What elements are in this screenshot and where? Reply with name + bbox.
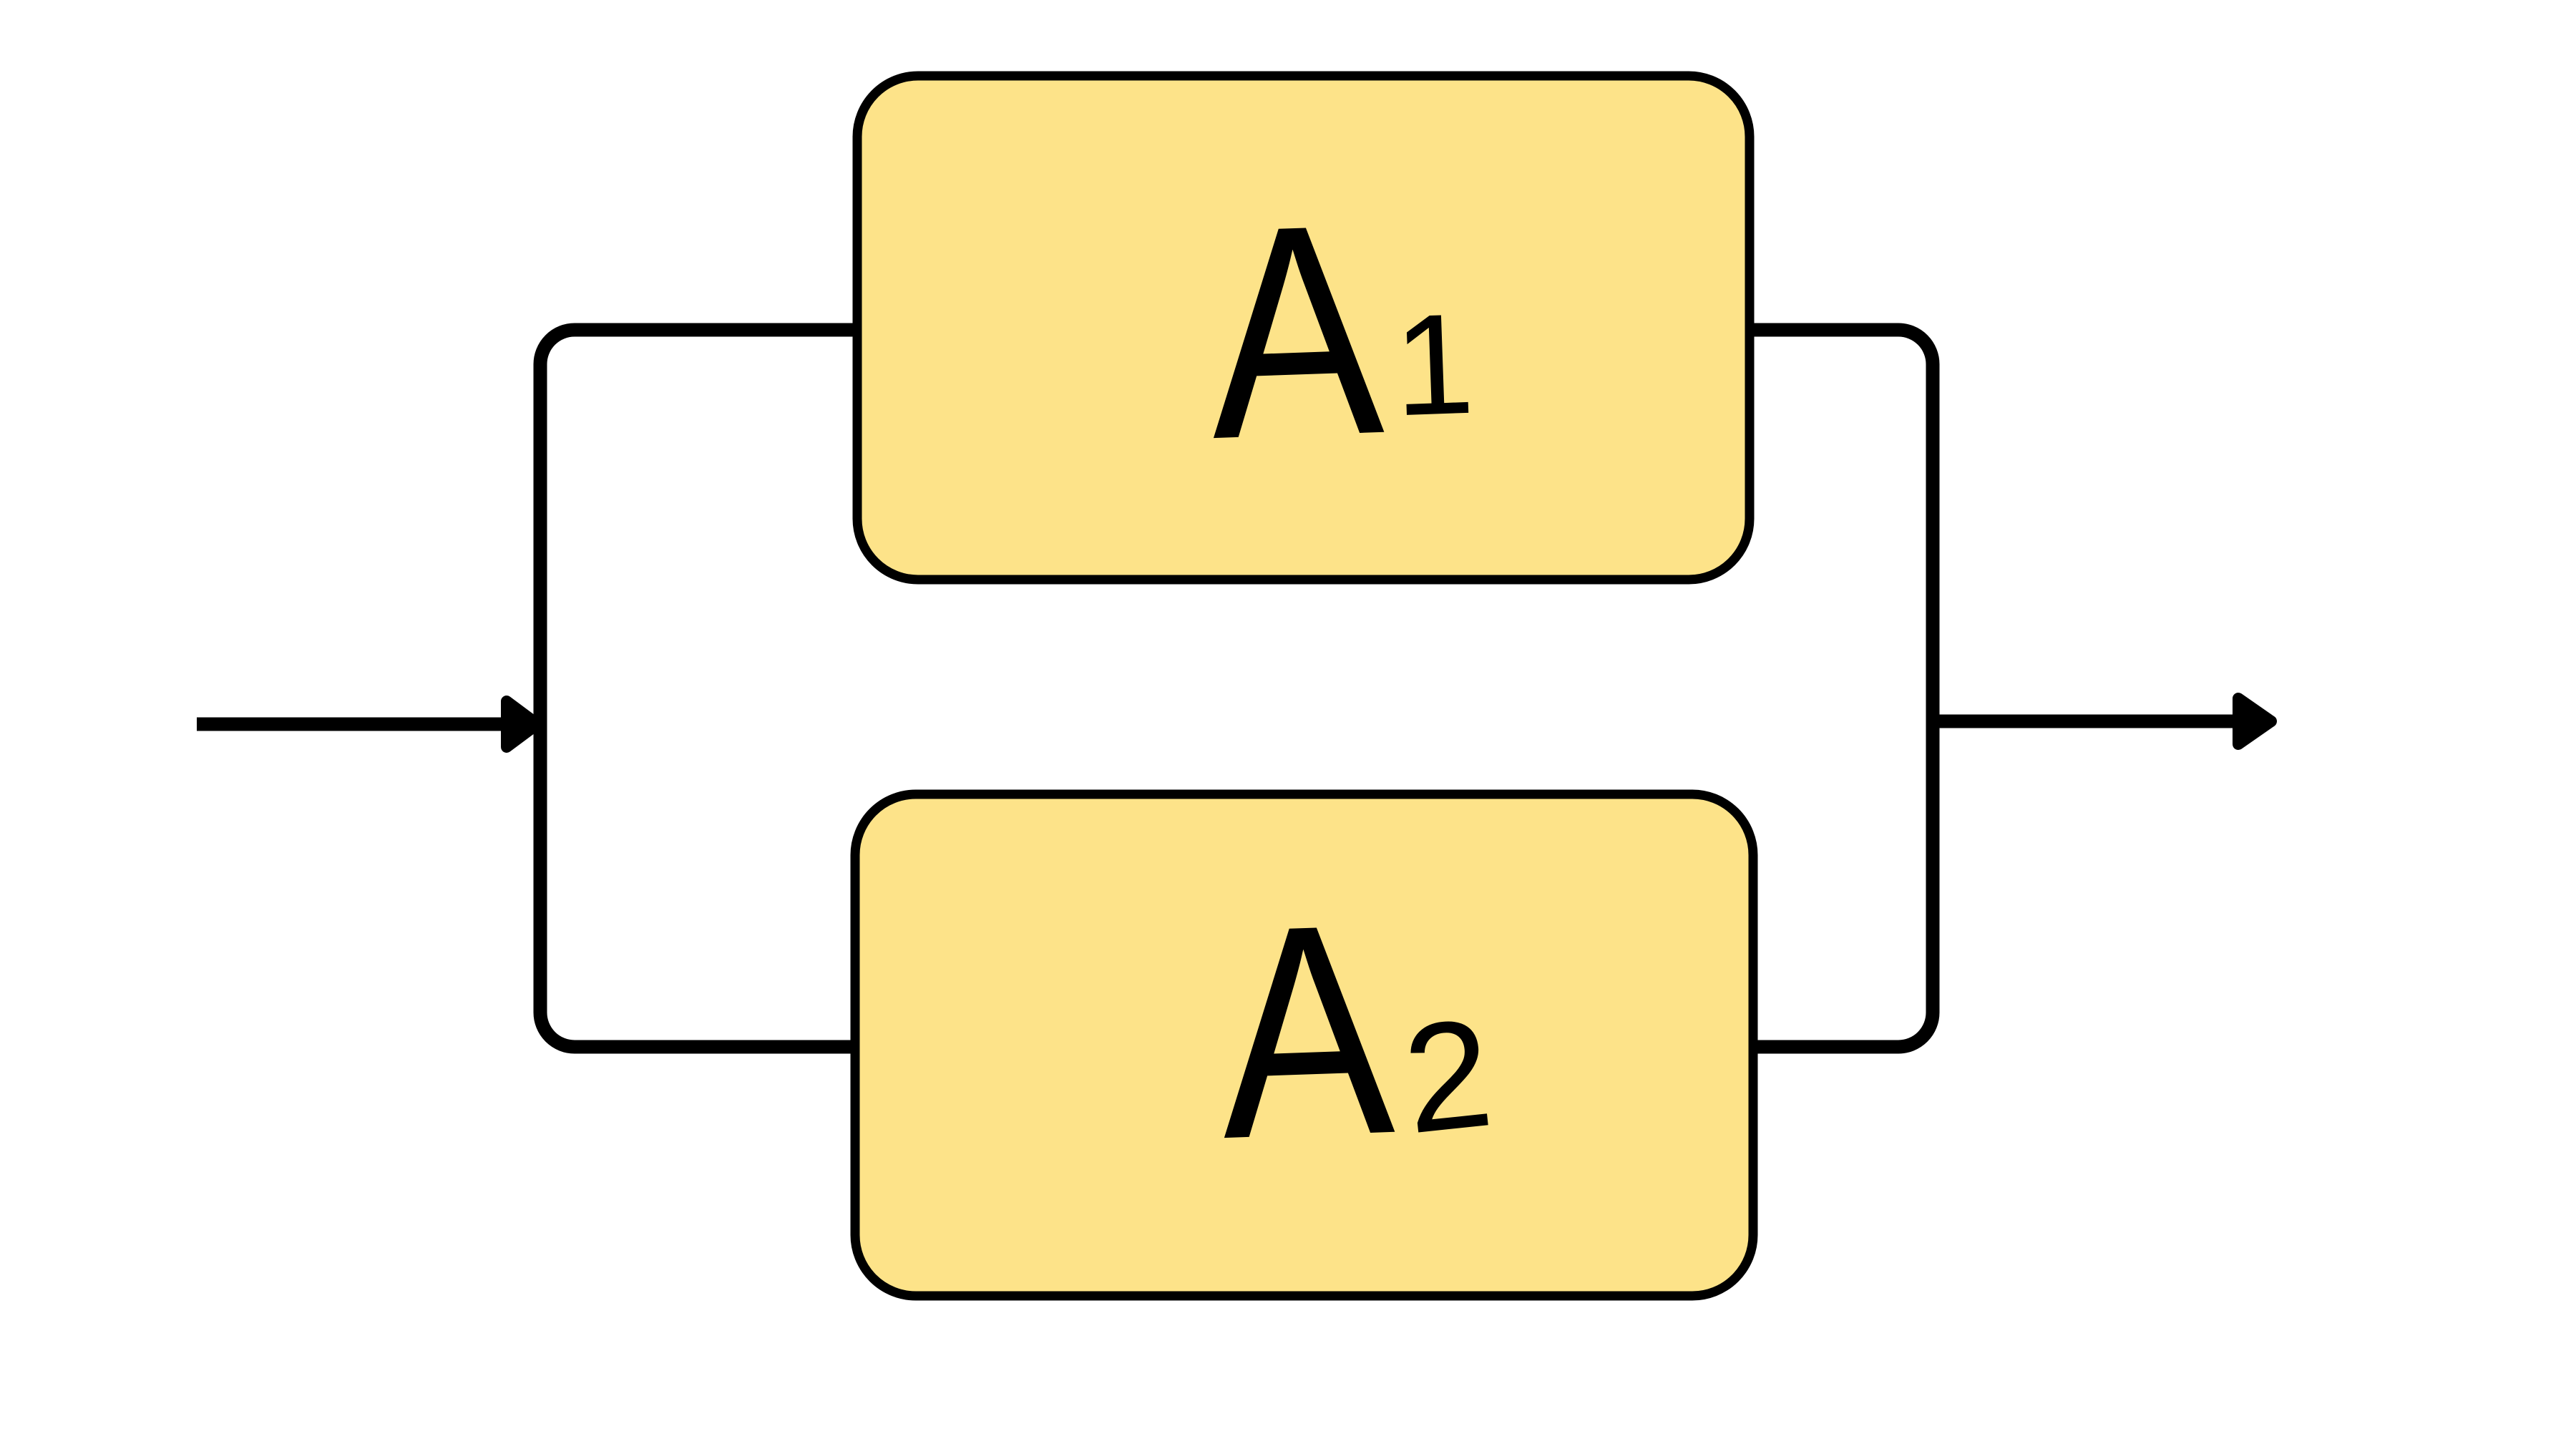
- block-a2: A 2: [850, 789, 1758, 1301]
- input-arrow: [197, 696, 543, 753]
- arrow-right-icon: [2233, 693, 2277, 750]
- output-arrow: [1933, 693, 2277, 750]
- block-a1-box: [852, 71, 1755, 585]
- block-a2-label: A: [1214, 861, 1399, 1202]
- block-a1-label: A: [1204, 161, 1388, 502]
- block-a1-label-subscript: 1: [1392, 284, 1477, 447]
- block-a2-label-subscript: 2: [1396, 985, 1499, 1166]
- block-a1: A 1: [852, 71, 1755, 585]
- block-a2-box: [850, 789, 1758, 1301]
- arrow-right-icon: [501, 696, 543, 753]
